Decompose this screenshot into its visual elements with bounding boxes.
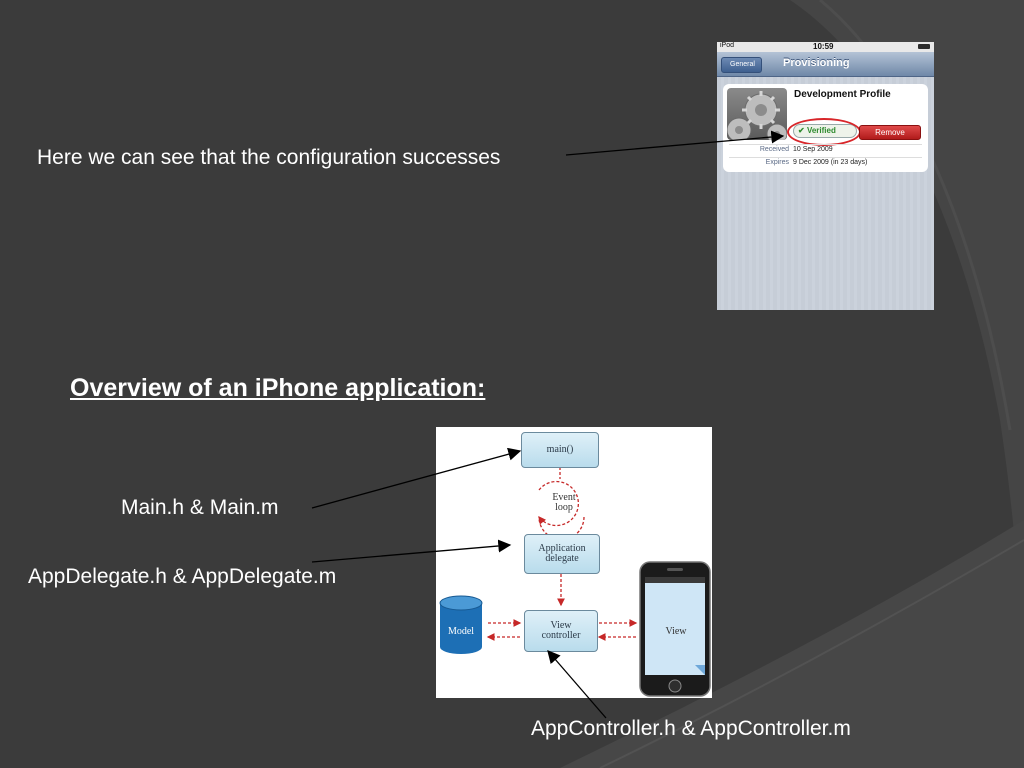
view-controller-line1: View	[550, 620, 572, 631]
gear-icon	[727, 88, 787, 140]
app-delegate-line1: Application	[538, 543, 586, 554]
appdelegate-files-label: AppDelegate.h & AppDelegate.m	[28, 565, 337, 588]
received-label: Received	[759, 146, 789, 153]
main-files-label: Main.h & Main.m	[121, 496, 279, 519]
nav-bar: General Provisioning	[717, 52, 934, 77]
status-bar: iPod 10:59	[717, 42, 934, 52]
model-label: Model	[447, 626, 475, 637]
profile-name: Development Profile	[794, 89, 891, 100]
device-name: iPod	[720, 42, 735, 49]
main-box-label: main()	[546, 444, 574, 455]
divider	[729, 157, 922, 158]
main-box: main()	[521, 432, 599, 468]
overview-heading: Overview of an iPhone application:	[70, 374, 486, 402]
model-database-icon	[439, 595, 483, 654]
expires-value: 9 Dec 2009 (in 23 days)	[793, 159, 868, 166]
profile-card: Development Profile ✔ Verified Remove Re…	[723, 84, 928, 172]
view-controller-line2: controller	[541, 630, 581, 641]
event-loop-label-line2: loop	[555, 502, 573, 513]
nav-title: Provisioning	[783, 57, 850, 69]
expires-label: Expires	[765, 159, 789, 166]
appcontroller-files-label: AppController.h & AppController.m	[531, 717, 851, 740]
received-value: 10 Sep 2009	[793, 146, 833, 153]
ipod-provisioning-screenshot: iPod 10:59 General Provisioning	[717, 42, 934, 310]
expires-row: Expires 9 Dec 2009 (in 23 days)	[723, 159, 868, 166]
back-button-general[interactable]: General	[721, 57, 762, 73]
divider	[729, 144, 922, 145]
event-loop-label-line1: Event	[552, 492, 576, 503]
clock: 10:59	[813, 42, 834, 51]
event-loop-label: Event loop	[544, 493, 584, 513]
battery-icon	[918, 44, 930, 49]
remove-button[interactable]: Remove	[859, 125, 921, 140]
config-caption: Here we can see that the configuration s…	[37, 146, 501, 169]
app-delegate-line2: delegate	[545, 553, 579, 564]
received-row: Received 10 Sep 2009	[723, 146, 833, 153]
view-label: View	[665, 626, 687, 637]
iphone-icon	[639, 561, 711, 697]
highlight-ring	[787, 118, 861, 146]
